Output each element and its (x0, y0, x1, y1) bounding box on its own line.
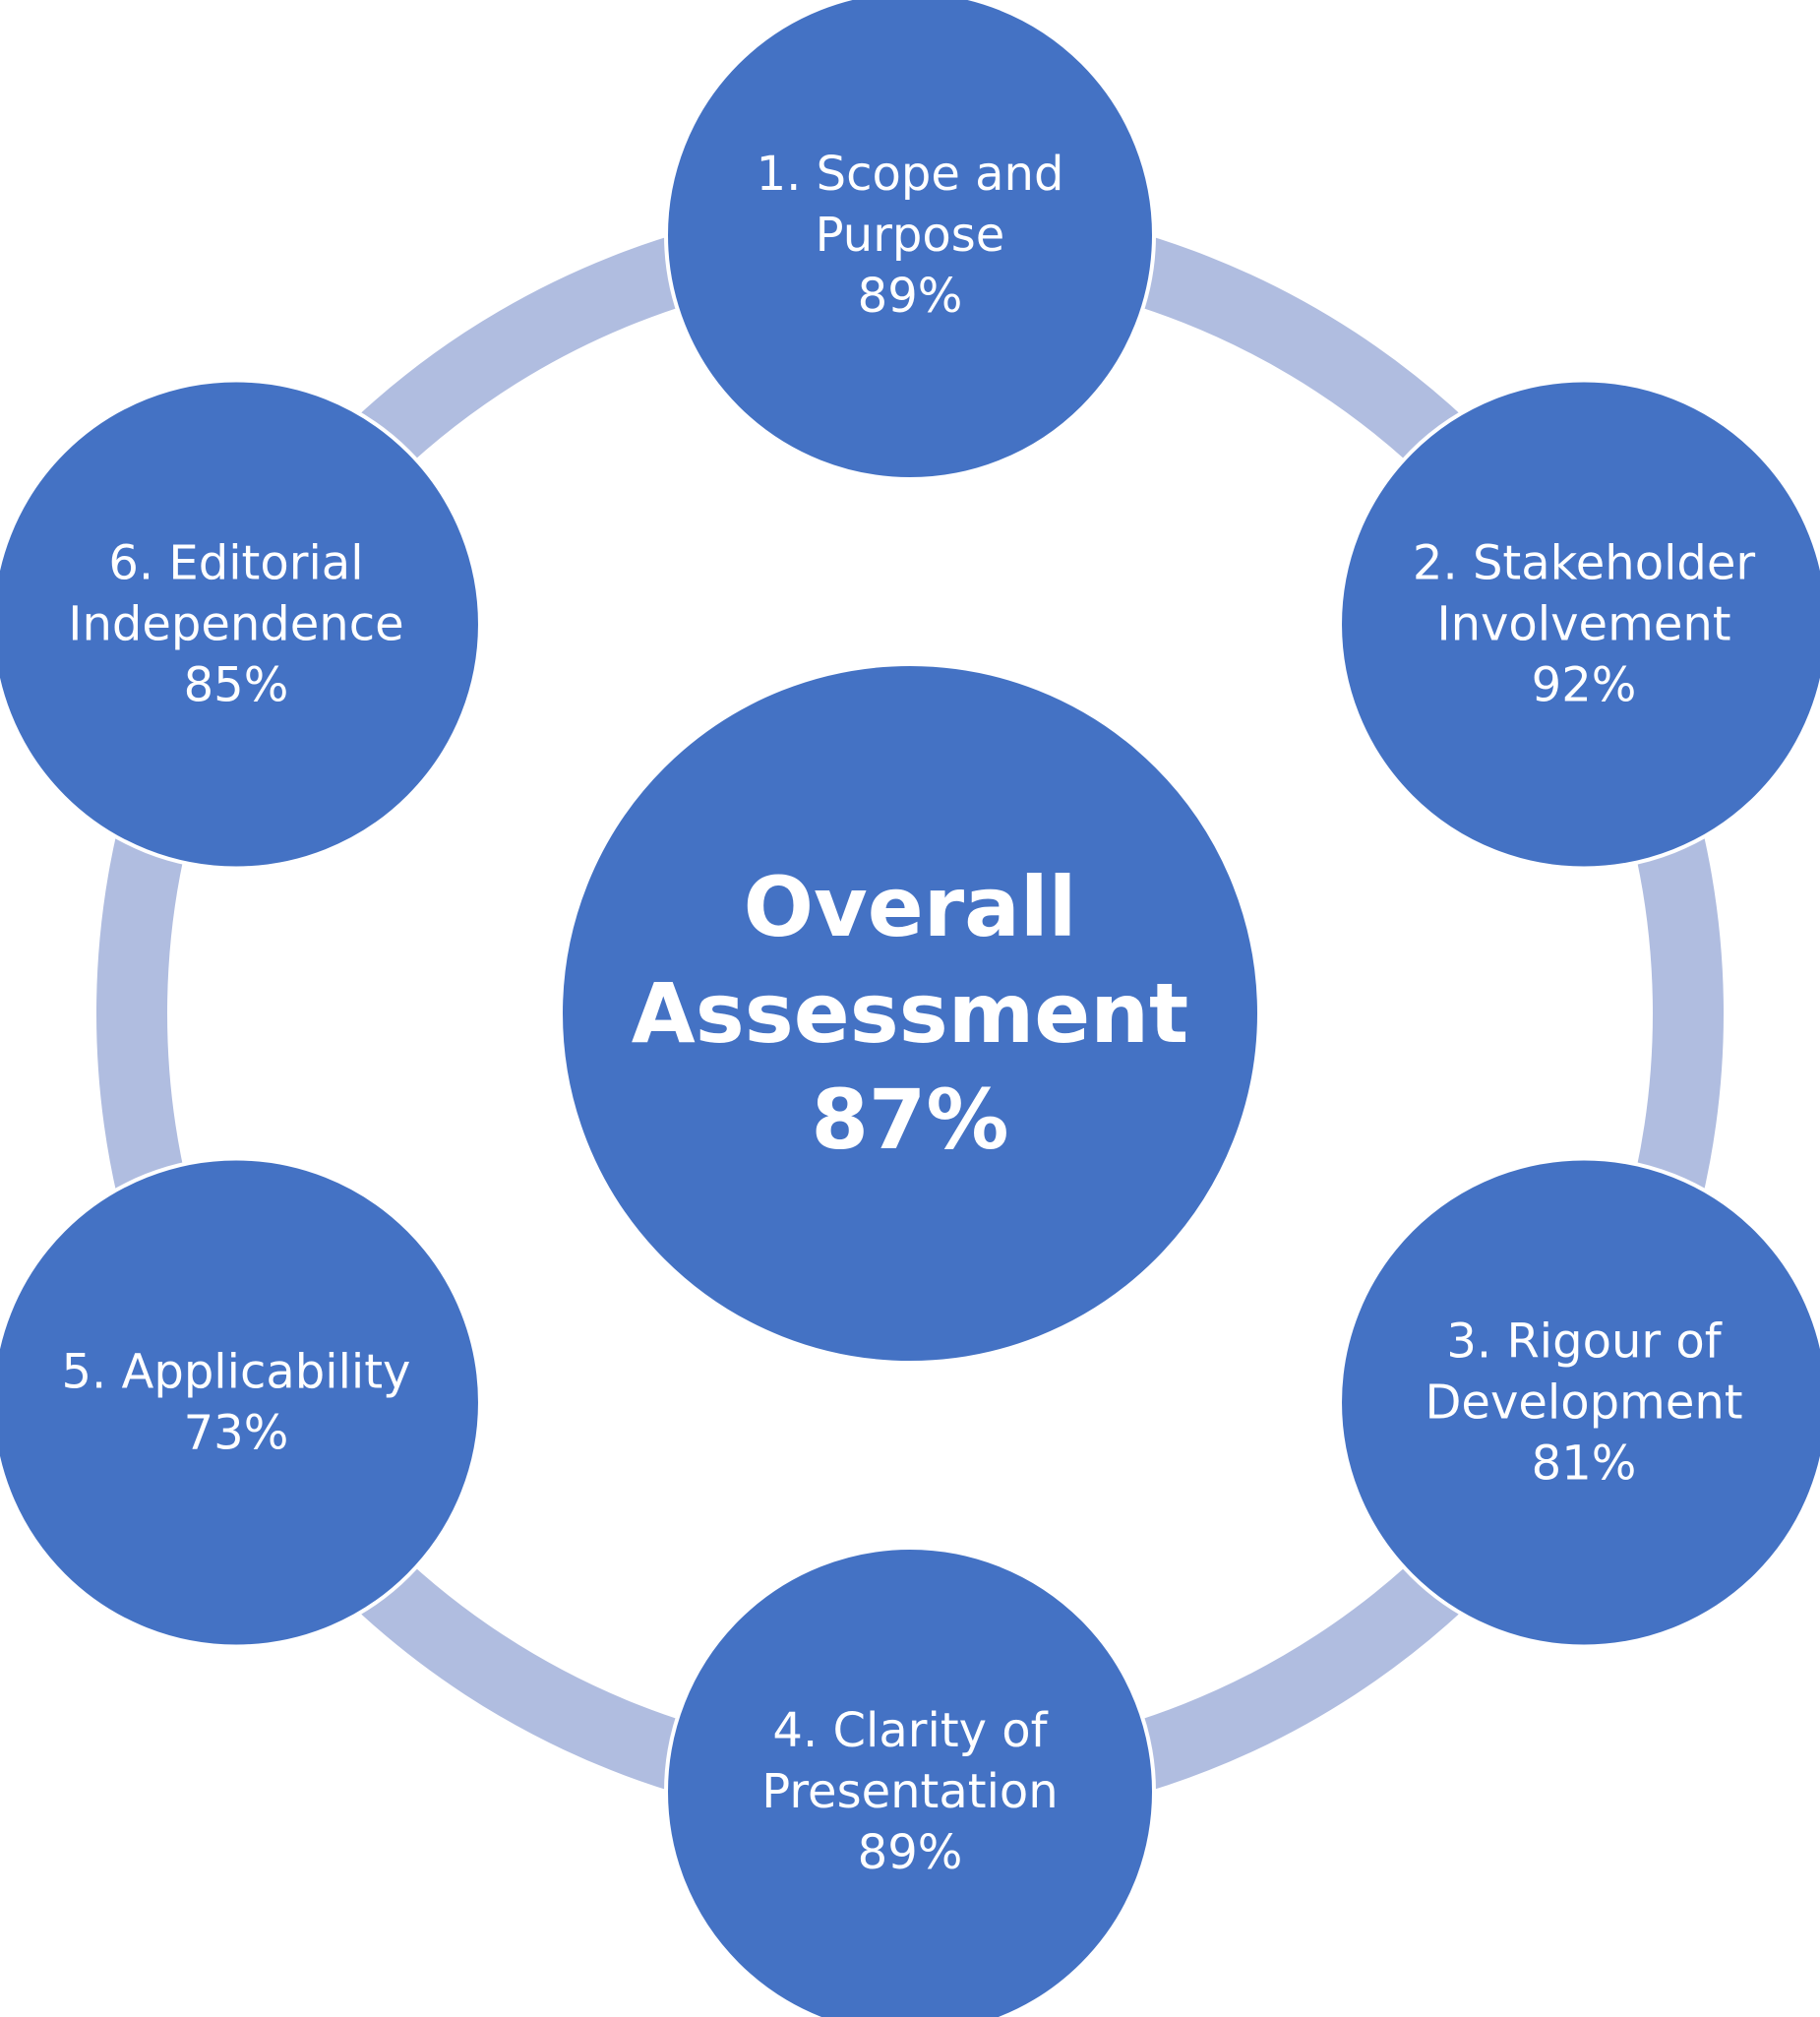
overall-assessment-label-line-3: 87% (811, 1071, 1008, 1168)
domain-node-2-label-line-2: Involvement (1436, 597, 1730, 652)
domain-node-5-label-line-1: 5. Applicability (61, 1345, 410, 1400)
overall-assessment-circle (559, 662, 1261, 1365)
domain-node-5: 5. Applicability 73% (0, 1156, 482, 1649)
domain-node-5-label-line-2: 73% (184, 1406, 289, 1461)
domain-node-1-label-line-2: Purpose (816, 208, 1005, 263)
domain-node-4-label-line-2: Presentation (761, 1764, 1058, 1819)
domain-node-3-circle (1338, 1156, 1820, 1649)
domain-node-5-circle (0, 1156, 482, 1649)
domain-node-3-label-line-2: Development (1425, 1375, 1742, 1431)
domain-node-6-label-line-2: Independence (68, 597, 403, 652)
domain-node-6-circle (0, 378, 482, 871)
domain-node-1-label-line-1: 1. Scope and (757, 147, 1064, 202)
domain-node-2-label-line-1: 2. Stakeholder (1413, 536, 1756, 591)
domain-node-4: 4. Clarity of Presentation 89% (664, 1546, 1156, 2017)
overall-assessment-label-line-2: Assessment (632, 965, 1188, 1062)
domain-node-3-label-line-3: 81% (1532, 1436, 1637, 1492)
domain-node-2-circle (1338, 378, 1820, 871)
domain-node-1-label-line-3: 89% (858, 269, 963, 324)
domain-node-6-label-line-3: 85% (184, 658, 289, 713)
domain-node-1-circle (664, 0, 1156, 481)
domain-node-6-label-line-1: 6. Editorial (108, 536, 363, 591)
domain-node-3-label-line-1: 3. Rigour of (1446, 1314, 1722, 1370)
overall-assessment-label-line-1: Overall (744, 859, 1077, 955)
domain-node-2-label-line-3: 92% (1532, 658, 1637, 713)
domain-node-4-label-line-3: 89% (858, 1825, 963, 1880)
domain-node-4-label-line-1: 4. Clarity of (772, 1703, 1048, 1758)
domain-node-4-circle (664, 1546, 1156, 2017)
